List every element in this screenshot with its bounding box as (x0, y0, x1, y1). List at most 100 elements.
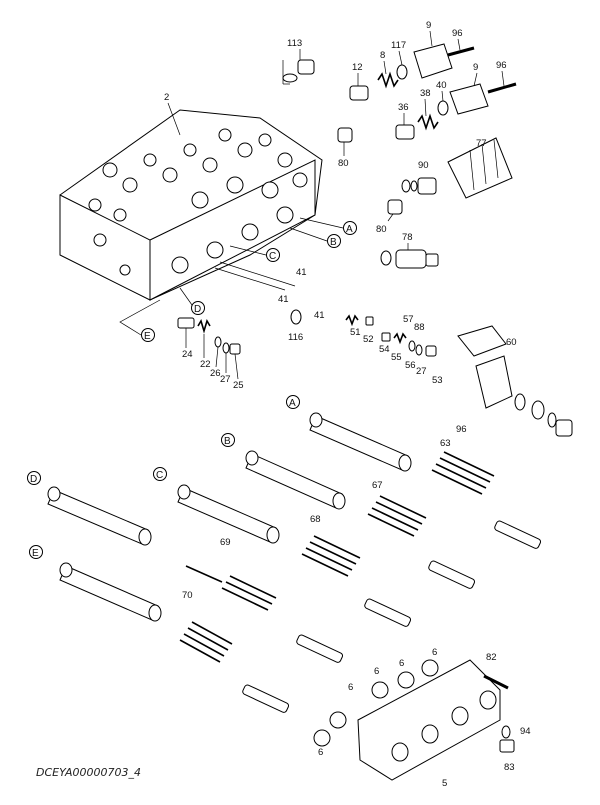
callout-94: 83 (504, 762, 515, 773)
spool-D (47, 486, 152, 546)
valve-housing (59, 109, 323, 301)
callout-96: 94 (520, 726, 531, 737)
callout-26: 26 (210, 368, 221, 379)
part-78-valve (380, 249, 439, 269)
callout-55: 55 (391, 352, 402, 363)
ref-D-housing (191, 301, 205, 315)
ref-D-spool-label: D (30, 474, 37, 485)
ref-C-spool-label: C (156, 470, 163, 481)
callout-36: 36 (398, 102, 409, 113)
part-54-57-small (381, 332, 437, 357)
ref-E-housing-label: E (144, 331, 151, 342)
callout-80a: 80 (338, 158, 349, 169)
callout-90: 90 (418, 160, 429, 171)
callout-6e: 6 (432, 647, 437, 658)
callout-83a: 96 (452, 28, 463, 39)
part-9-cover-upper (413, 43, 453, 79)
callout-27a: 27 (220, 374, 231, 385)
spool-C (177, 484, 280, 544)
callout-41a: 41 (296, 267, 307, 278)
part-80-plug-lower (387, 199, 403, 215)
spring-pack-63 (431, 451, 542, 549)
part-117-oring (396, 64, 408, 80)
callout-77: 77 (476, 138, 487, 149)
spring-pack-69 (185, 565, 344, 663)
ref-A-housing-label: A (346, 224, 353, 235)
ref-E-spool-label: E (32, 548, 39, 559)
callout-41c: 41 (314, 310, 325, 321)
callout-5: 5 (442, 778, 447, 789)
callout-12: 12 (352, 62, 363, 73)
callout-2: 2 (164, 92, 169, 103)
spool-B (245, 450, 346, 510)
part-116-oring (290, 309, 302, 325)
callout-88: 88 (414, 322, 425, 333)
callout-41b: 41 (278, 294, 289, 305)
part-113-plug (282, 59, 315, 85)
part-51-52-small (345, 314, 374, 327)
part-82-bolt (483, 674, 509, 690)
spool-bore-leaders (119, 217, 344, 336)
callout-80b: 80 (376, 224, 387, 235)
callout-67: 67 (372, 480, 383, 491)
callout-51: 51 (350, 327, 361, 338)
ref-A-housing (343, 221, 357, 235)
callout-83b: 96 (496, 60, 507, 71)
ref-A-spool (286, 395, 300, 409)
callout-78: 78 (402, 232, 413, 243)
callout-38: 38 (420, 88, 431, 99)
callout-68: 68 (310, 514, 321, 525)
part-83-bolt-upper (447, 46, 475, 57)
leader-9a (429, 30, 433, 47)
ref-C-spool (153, 467, 167, 481)
ref-D-housing-label: D (194, 304, 201, 315)
ref-C-housing-label: C (269, 251, 276, 262)
callout-40: 40 (436, 80, 447, 91)
part-24-plug (177, 317, 195, 329)
callout-8: 8 (380, 50, 385, 61)
ref-B-spool-label: B (224, 436, 231, 447)
leader-40 (441, 90, 444, 102)
leader-2 (167, 102, 181, 136)
spool-E (59, 562, 162, 622)
ref-E-spool (29, 545, 43, 559)
leader-8 (383, 60, 387, 75)
callout-69: 69 (220, 537, 231, 548)
part-5-end-cover (357, 659, 501, 781)
part-22-spring (197, 319, 211, 334)
callout-9b: 9 (473, 62, 478, 73)
callout-6b: 6 (348, 682, 353, 693)
callout-82: 82 (486, 652, 497, 663)
ref-D-spool (27, 471, 41, 485)
callout-6c: 6 (374, 666, 379, 677)
callout-6d: 6 (399, 658, 404, 669)
part-94-plug (499, 739, 515, 753)
callout-6a: 6 (318, 747, 323, 758)
figure-caption: DCEYA00000703_4 (36, 766, 141, 779)
callout-70: 70 (182, 590, 193, 601)
part-80-plug-upper (337, 127, 353, 143)
callout-53: 53 (432, 375, 443, 386)
leader-38 (424, 98, 427, 117)
spool-A (309, 412, 412, 472)
part-77-relief-valve (447, 137, 513, 199)
part-96-oring (501, 725, 511, 739)
spring-pack-68 (301, 535, 412, 627)
leaders-lower-left (185, 328, 239, 380)
part-9-cover-lower (449, 83, 489, 115)
callout-63: 63 (440, 438, 451, 449)
callout-117: 117 (391, 40, 406, 51)
part-25-plug (229, 343, 241, 355)
part-12-piston (349, 85, 369, 101)
callout-22: 22 (200, 359, 211, 370)
leader-83a (457, 38, 461, 51)
ref-B-housing (327, 234, 341, 248)
callout-25: 25 (233, 380, 244, 391)
ref-B-housing-label: B (330, 237, 337, 248)
leader-83b (501, 70, 505, 87)
callout-24: 24 (182, 349, 193, 360)
part-36-piston (395, 124, 415, 140)
part-27-oring (222, 342, 230, 354)
